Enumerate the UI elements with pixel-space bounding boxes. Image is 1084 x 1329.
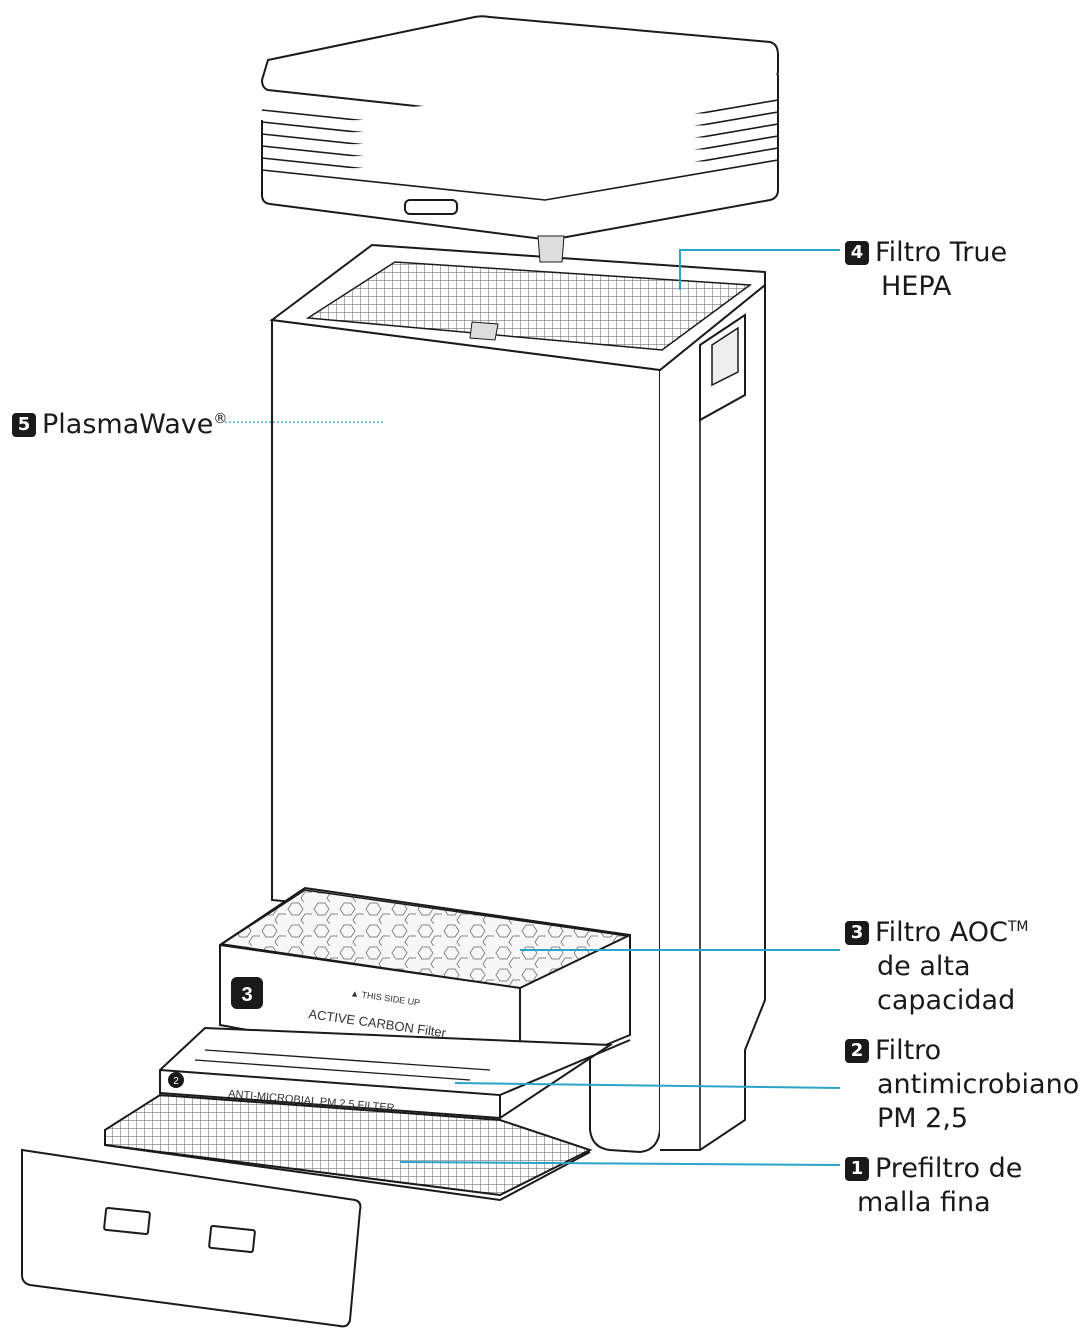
badge-1: 1 — [845, 1157, 869, 1181]
badge-2: 2 — [845, 1039, 869, 1063]
pre-filter-mesh — [104, 1093, 593, 1202]
leader-lines — [225, 249, 841, 1166]
badge-4: 4 — [845, 241, 869, 265]
front-cover-panel — [21, 1148, 362, 1328]
badge-3: 3 — [845, 921, 869, 945]
leader-line-pre-filter — [399, 1161, 841, 1166]
badge-5: 5 — [12, 413, 36, 437]
carbon-filter-badge: 3 — [241, 984, 252, 1006]
anti-microbial-filter: 2 ANTI-MICROBIAL PM 2.5 FILTER — [159, 1026, 631, 1120]
top-lid — [260, 15, 779, 242]
anti-microbial-filter-badge: 2 — [173, 1076, 179, 1087]
leader-line-hepa — [679, 249, 840, 290]
purifier-body — [269, 235, 766, 1154]
leader-line-anti-microbial — [454, 1082, 841, 1089]
